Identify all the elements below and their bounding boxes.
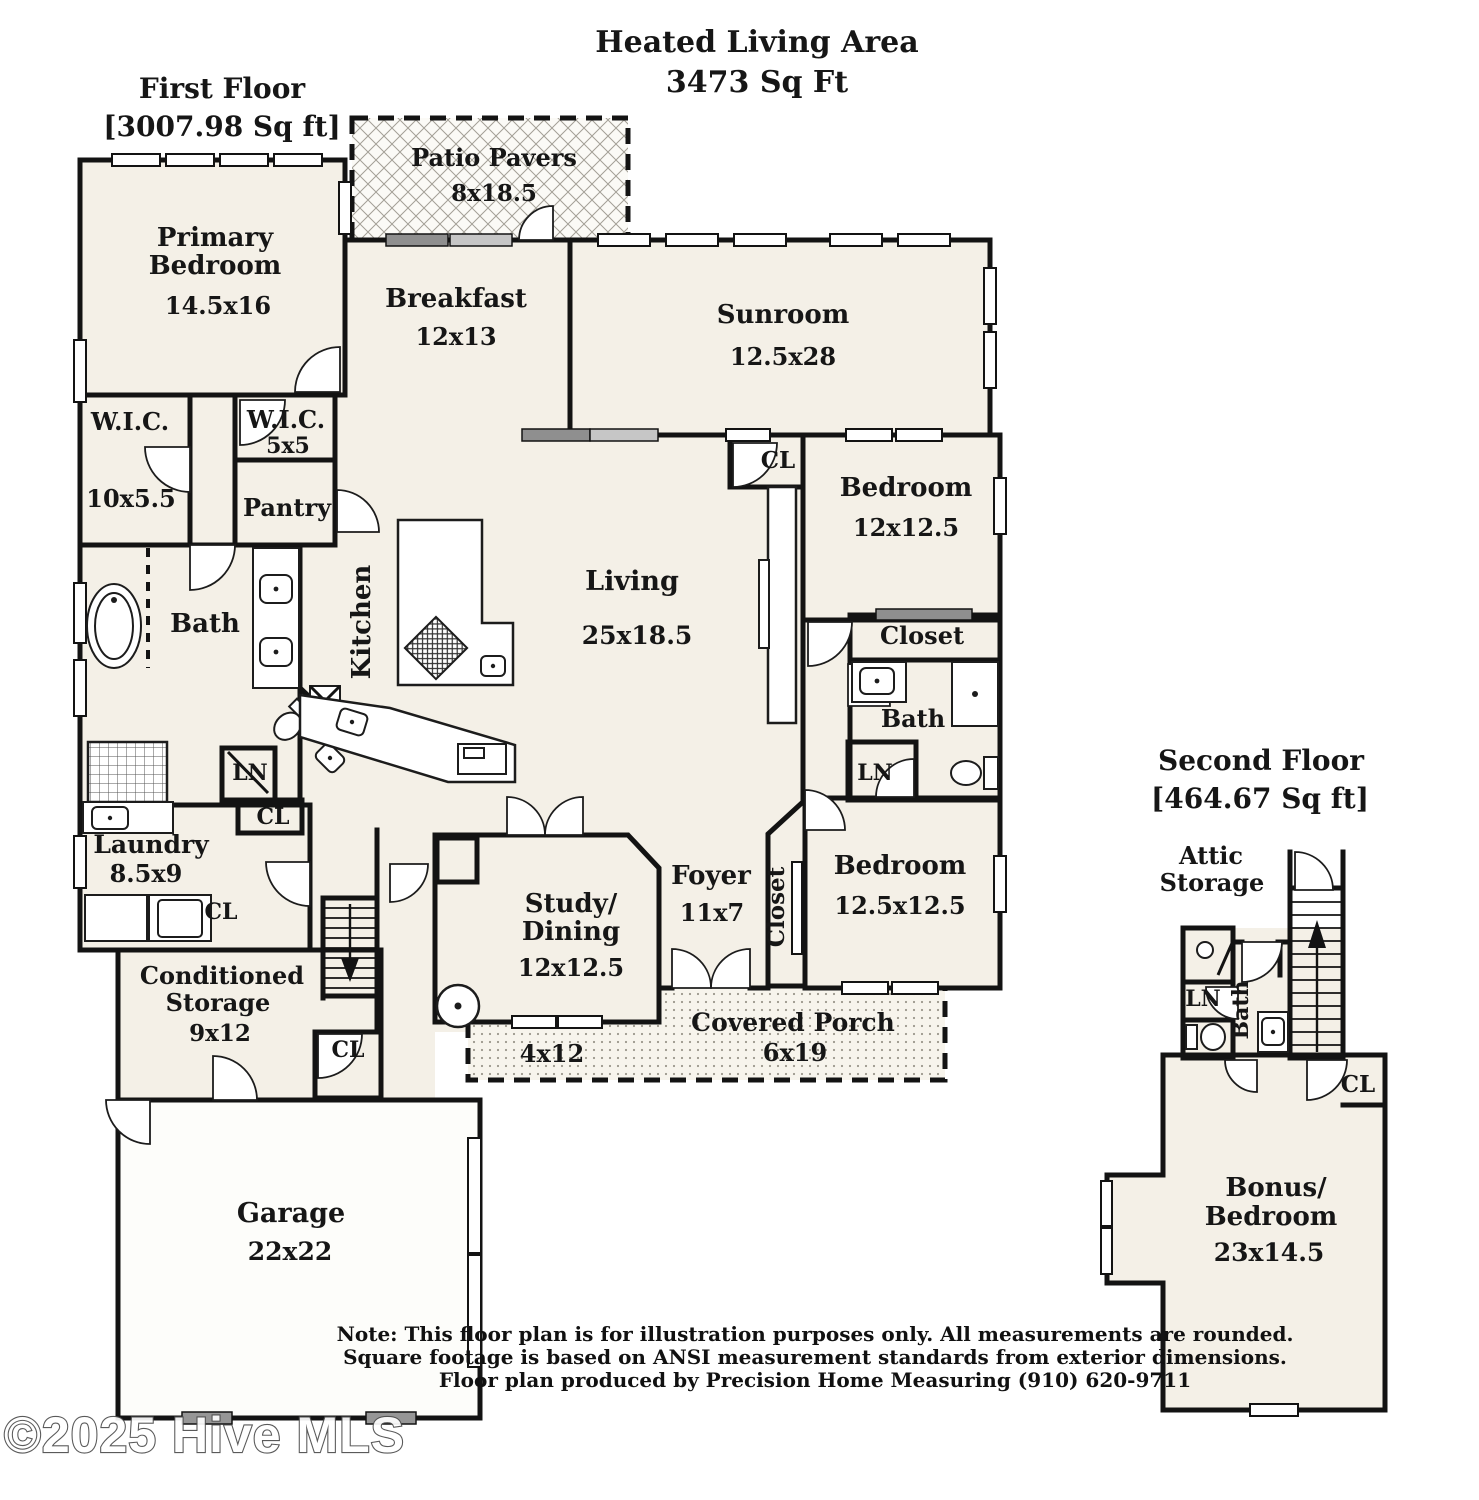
sf-toilet-room-diagonal: [1216, 940, 1235, 976]
second-floor-area: [464.67 Sq ft]: [1151, 782, 1369, 815]
page-title: Heated Living Area: [595, 25, 918, 60]
wic-primary-label: W.I.C.: [90, 407, 169, 436]
closet-storage-label: CL: [332, 1037, 365, 1063]
primary-bath-label: Bath: [170, 609, 240, 639]
closet-bedroom-front-outline: [765, 796, 809, 989]
door-swings: [105, 205, 1348, 1145]
breakfast-label: Breakfast: [385, 284, 527, 314]
guest-toilet: [983, 756, 999, 790]
sunroom-dims: 12.5x28: [730, 342, 836, 371]
stairs-first-floor: [320, 895, 380, 999]
stairs-second-floor: [1290, 901, 1343, 1052]
sf-bath-label: Bath: [1228, 980, 1254, 1039]
windows: [73, 153, 1299, 1425]
closet-storage-outline: [312, 1029, 384, 1101]
wic-hall-label: W.I.C.: [246, 405, 325, 434]
fireplace-builtin: [766, 485, 798, 725]
breakfast-dims: 12x13: [415, 322, 496, 351]
laundry-label: Laundry: [93, 830, 210, 859]
bedroom-front-dims: 12.5x12.5: [834, 891, 965, 920]
bedroom-front-label: Bedroom: [834, 851, 967, 881]
sf-toilet: [1185, 1024, 1198, 1050]
fireplace-niche: [758, 559, 770, 649]
storage-dims: 9x12: [189, 1020, 251, 1047]
pantry-label: Pantry: [243, 493, 332, 522]
primary-bedroom-dims: 14.5x16: [165, 291, 271, 320]
closet-hall-outline: [235, 797, 305, 836]
closet-living-label: CL: [761, 447, 795, 474]
bedroom-right-dims: 12x12.5: [853, 513, 959, 542]
first-floor-area: [3007.98 Sq ft]: [103, 110, 340, 143]
foyer-dims: 11x7: [680, 898, 744, 927]
powder-sink: [314, 742, 346, 774]
living-label: Living: [585, 566, 679, 597]
stove: [403, 615, 469, 681]
bonus-dims: 23x14.5: [1214, 1238, 1325, 1267]
bonus-bedroom-outline: [1104, 1052, 1388, 1413]
guest-bath-label: Bath: [881, 704, 945, 733]
wic-primary-dims: 10x5.5: [86, 484, 175, 513]
sf-linen-label: LN: [1185, 986, 1221, 1012]
note-line2: Square footage is based on ANSI measurem…: [343, 1345, 1287, 1369]
bonus-label2: Bedroom: [1205, 1202, 1338, 1232]
primary-bedroom-label: Primary: [157, 223, 274, 253]
disclaimer-note: Note: This floor plan is for illustratio…: [337, 1322, 1294, 1392]
page-title-sqft: 3473 Sq Ft: [666, 65, 848, 100]
side-porch-dims: 4x12: [520, 1039, 584, 1068]
sunroom-label: Sunroom: [717, 300, 849, 330]
foyer-label: Foyer: [671, 861, 751, 891]
labels: Heated Living Area 3473 Sq Ft First Floo…: [86, 25, 1375, 1267]
kitchen-label: Kitchen: [347, 565, 377, 680]
garage-label: Garage: [237, 1198, 345, 1229]
sf-corner-sink: [1196, 941, 1214, 959]
closet-bedroom-right-label: Closet: [880, 621, 964, 650]
study-dims: 12x12.5: [518, 953, 624, 982]
study-corner-column: [434, 835, 480, 885]
shower: [86, 740, 169, 804]
study-label: Study/: [525, 889, 618, 919]
attic-label: Attic: [1178, 841, 1243, 870]
bonus-label: Bonus/: [1225, 1173, 1327, 1203]
wic-hall-dims: 5x5: [266, 433, 310, 459]
garage-dims: 22x22: [248, 1237, 333, 1266]
patio-pavers-area: [349, 115, 631, 243]
linen-guest-label: LN: [857, 760, 893, 786]
washer: [84, 894, 148, 942]
note-line3: Floor plan produced by Precision Home Me…: [439, 1368, 1191, 1392]
laundry-dims: 8.5x9: [110, 859, 183, 888]
sf-linen-partitions: [1180, 979, 1236, 1023]
study-label2: Dining: [522, 917, 620, 947]
note-line1: Note: This floor plan is for illustratio…: [337, 1322, 1294, 1346]
second-floor-heading: Second Floor: [1158, 744, 1365, 777]
bedroom-right-label: Bedroom: [840, 473, 973, 503]
covered-porch-area: [465, 988, 948, 1083]
closet-laundry-label: CL: [205, 899, 238, 925]
linen-hall-label: LN: [232, 760, 268, 786]
attic-label2: Storage: [1160, 868, 1265, 897]
covered-porch-label: Covered Porch: [691, 1008, 895, 1037]
living-dims: 25x18.5: [582, 621, 693, 650]
primary-bedroom-label2: Bedroom: [149, 251, 282, 281]
closet-hall-label: CL: [257, 804, 290, 830]
storage-label2: Storage: [166, 988, 271, 1017]
closet-bedroom-front-label: Closet: [763, 866, 790, 947]
sf-stair-top-stubs: [1287, 849, 1346, 891]
fixtures: [82, 485, 1289, 1053]
patio-label: Patio Pavers: [411, 143, 577, 172]
patio-dims: 8x18.5: [451, 180, 537, 207]
first-floor-heading: First Floor: [139, 72, 307, 105]
mls-watermark: ©2025 Hive MLS: [4, 1407, 405, 1463]
storage-label: Conditioned: [140, 961, 304, 990]
covered-porch-dims: 6x19: [763, 1038, 827, 1067]
sf-closet-label: CL: [1341, 1071, 1375, 1098]
